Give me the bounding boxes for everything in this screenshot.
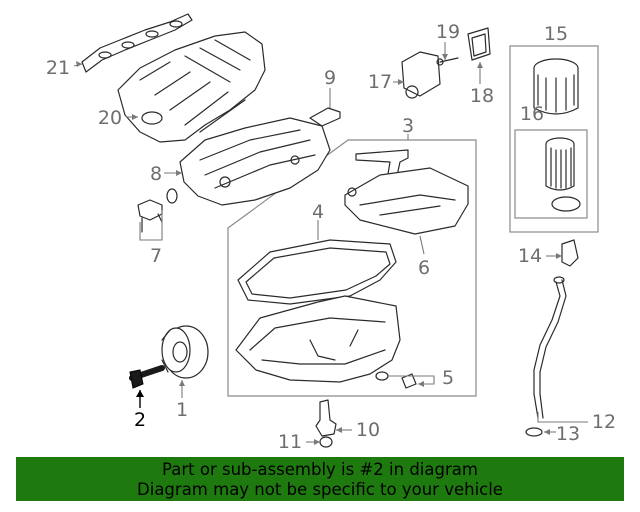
banner-line-disclaimer: Diagram may not be specific to your vehi… <box>137 480 503 499</box>
dipstick-washer <box>525 427 543 437</box>
callout-3: 3 <box>402 115 414 137</box>
callout-4: 4 <box>312 201 324 223</box>
oil-level-sensor <box>315 399 337 448</box>
callout-1: 1 <box>176 399 188 421</box>
callout-20: 20 <box>98 107 122 129</box>
callout-14: 14 <box>518 245 542 267</box>
callout-5: 5 <box>442 367 454 389</box>
oil-pan <box>235 295 401 383</box>
callout-9: 9 <box>324 67 336 89</box>
callout-6: 6 <box>418 257 430 279</box>
callout-2: 2 <box>134 409 146 431</box>
callout-11: 11 <box>278 431 302 453</box>
callout-10: 10 <box>356 419 380 441</box>
filter-element-group-box <box>514 129 588 219</box>
intake-gasket <box>81 13 193 73</box>
callout-19: 19 <box>436 21 460 43</box>
oil-housing <box>179 117 331 206</box>
oil-filter-group-box <box>509 45 599 233</box>
filter-element <box>545 137 581 212</box>
oil-pan-group-box <box>227 139 477 397</box>
callout-8: 8 <box>150 163 162 185</box>
intake-manifold <box>117 31 266 143</box>
callout-16: 16 <box>520 103 544 125</box>
callout-13: 13 <box>556 423 580 445</box>
banner-line-part-number: Part or sub-assembly is #2 in diagram <box>162 460 478 479</box>
drain-plug <box>375 371 417 389</box>
crankshaft-pulley <box>161 325 209 379</box>
callout-labels: 1 2 3 4 5 6 7 8 9 10 11 12 13 14 15 16 1… <box>46 21 616 453</box>
pulley-bolt <box>129 365 165 389</box>
info-banner: Part or sub-assembly is #2 in diagram Di… <box>16 457 624 501</box>
bolt-19 <box>436 57 459 66</box>
dipstick-tube <box>533 276 567 419</box>
oil-pressure-sensor <box>309 107 341 127</box>
callout-18: 18 <box>470 85 494 107</box>
leader-arrowheads <box>76 54 562 445</box>
callout-7: 7 <box>150 245 162 267</box>
oil-filter <box>533 58 579 115</box>
gasket-18 <box>467 27 491 61</box>
oil-pump <box>344 149 469 235</box>
oil-cooler <box>401 51 441 99</box>
callout-21: 21 <box>46 57 70 79</box>
oil-sensor <box>137 188 178 233</box>
oil-pan-gasket <box>237 239 397 305</box>
oil-temp-sensor <box>561 239 579 267</box>
callout-2-arrowhead <box>136 390 144 397</box>
callout-15: 15 <box>544 23 568 45</box>
callout-17: 17 <box>368 71 392 93</box>
callout-12: 12 <box>592 411 616 433</box>
